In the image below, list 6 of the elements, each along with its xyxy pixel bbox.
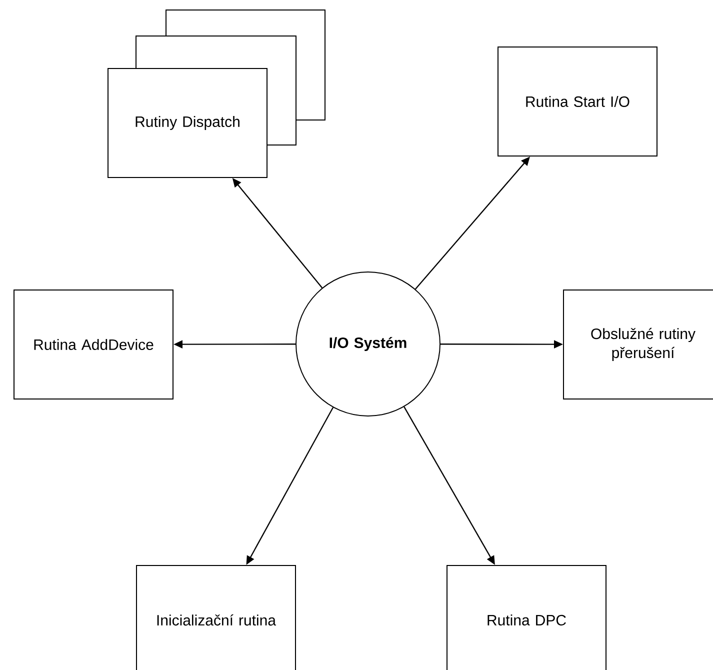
process-box: Rutina Start I/O	[498, 46, 658, 156]
process-box: Rutina AddDevice	[14, 290, 174, 400]
process-box: Rutina DPC	[446, 565, 606, 670]
process-box: Obslužné rutiny přerušení	[563, 290, 713, 400]
process-box: Inicializační rutina	[136, 565, 296, 670]
stacked-boxes: Rutiny Dispatch	[108, 10, 326, 178]
